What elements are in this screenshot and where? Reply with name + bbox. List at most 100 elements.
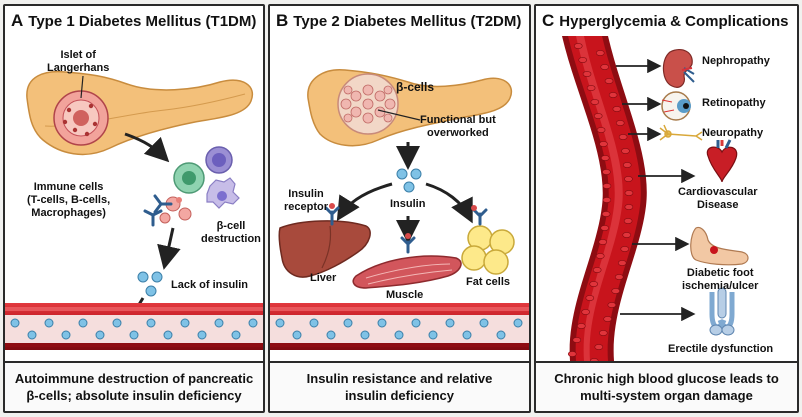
glucose-dot (44, 318, 54, 328)
eye-icon (661, 91, 691, 121)
glucose-dot (10, 318, 20, 328)
antibody-icon (143, 194, 173, 227)
insulin-molecules-icon (137, 271, 163, 297)
destroyed-beta-cells-icon (159, 196, 192, 224)
glucose-dot (326, 330, 336, 340)
glucose-dot (231, 330, 241, 340)
glucose-dot (377, 318, 387, 328)
glucose-dot (129, 330, 139, 340)
red-blood-cell (614, 274, 624, 280)
red-blood-cell (602, 183, 612, 189)
insulin-receptor-icon (400, 236, 416, 254)
red-blood-cell (567, 351, 577, 357)
red-blood-cell (600, 64, 610, 70)
foot-icon (690, 226, 749, 266)
red-blood-cell (595, 50, 605, 56)
fat-cells-label: Fat cells (466, 276, 511, 288)
red-blood-cell (612, 106, 622, 112)
insulin-label: Insulin (390, 198, 426, 210)
complications-illustration (562, 36, 749, 361)
red-blood-cell (596, 127, 606, 133)
islet-of-langerhans-icon (53, 90, 109, 146)
glucose-dot (292, 330, 302, 340)
red-blood-cell (620, 246, 630, 252)
retinopathy-label: Retinopathy (702, 97, 766, 109)
panel-a-caption: Autoimmune destruction of pancreatic β-c… (5, 361, 263, 411)
red-blood-cell (576, 323, 586, 329)
glucose-dot (197, 330, 207, 340)
glucose-dot (248, 318, 258, 328)
red-blood-cell (601, 211, 611, 217)
functional-label: Functional but overworked (420, 114, 496, 139)
cardiovascular-label: Cardiovascular Disease (678, 186, 758, 211)
red-blood-cell (598, 330, 608, 336)
erectile-dysfunction-label: Erectile dysfunction (668, 343, 774, 355)
red-blood-cell (589, 281, 599, 287)
glucose-dot (163, 330, 173, 340)
lack-of-insulin-label: Lack of insulin (171, 279, 249, 291)
glucose-dot (309, 318, 319, 328)
red-blood-cell (602, 169, 611, 175)
glucose-dot (27, 330, 37, 340)
red-blood-cell (585, 295, 595, 301)
nephropathy-label: Nephropathy (702, 55, 770, 67)
red-blood-cell (582, 71, 592, 77)
insulin-receptor-label: Insulin receptor (284, 188, 329, 213)
glucose-dot (428, 330, 438, 340)
red-blood-cell (599, 141, 608, 147)
blood-vessel (5, 303, 263, 350)
red-blood-cell (621, 148, 630, 154)
glucose-dot (360, 330, 370, 340)
t1dm-illustration (5, 70, 263, 350)
glucose-dot (275, 318, 285, 328)
red-blood-cell (578, 57, 588, 63)
functional-beta-cells-icon (337, 73, 399, 135)
red-blood-cell (624, 190, 634, 196)
red-blood-cell (611, 288, 621, 294)
red-blood-cell (608, 92, 618, 98)
red-blood-cells (567, 43, 634, 361)
glucose-molecules (10, 318, 258, 340)
glucose-dot (180, 318, 190, 328)
liver-icon (278, 220, 371, 278)
red-blood-cell (603, 316, 612, 322)
red-blood-cell (602, 197, 612, 203)
insulin-molecules-icon (396, 168, 422, 193)
glucose-dot (496, 330, 506, 340)
neuron-icon (659, 124, 703, 141)
glucose-molecules (275, 318, 523, 340)
glucose-dot (479, 318, 489, 328)
muscle-icon (352, 255, 462, 289)
insulin-receptor-icon (324, 206, 340, 226)
glucose-dot (513, 318, 523, 328)
insulin-receptor-icon (472, 208, 488, 226)
red-blood-cell (624, 176, 633, 182)
red-blood-cell (622, 162, 632, 168)
glucose-dot (343, 318, 353, 328)
heart-icon (706, 139, 738, 183)
glucose-dot (112, 318, 122, 328)
glucose-dot (445, 318, 455, 328)
reproductive-organ-icon (709, 287, 735, 336)
immune-cells-label: Immune cells (T-cells, B-cells, Macropha… (27, 181, 111, 219)
fat-cells-icon (461, 225, 515, 275)
kidney-icon (662, 49, 695, 88)
red-blood-cell (586, 85, 596, 91)
panel-b-caption: Insulin resistance and relative insulin … (270, 361, 529, 411)
red-blood-cell (622, 232, 632, 238)
red-blood-cell (618, 134, 628, 140)
red-blood-cell (615, 120, 625, 126)
red-blood-cell (624, 204, 634, 210)
muscle-label: Muscle (386, 289, 424, 301)
diabetic-foot-label: Diabetic foot ischemia/ulcer (682, 267, 759, 292)
liver-label: Liver (310, 272, 337, 284)
glucose-dot (214, 318, 224, 328)
red-blood-cell (600, 225, 610, 231)
glucose-dot (411, 318, 421, 328)
beta-cell-destruction-label: β-cell destruction (201, 220, 261, 245)
